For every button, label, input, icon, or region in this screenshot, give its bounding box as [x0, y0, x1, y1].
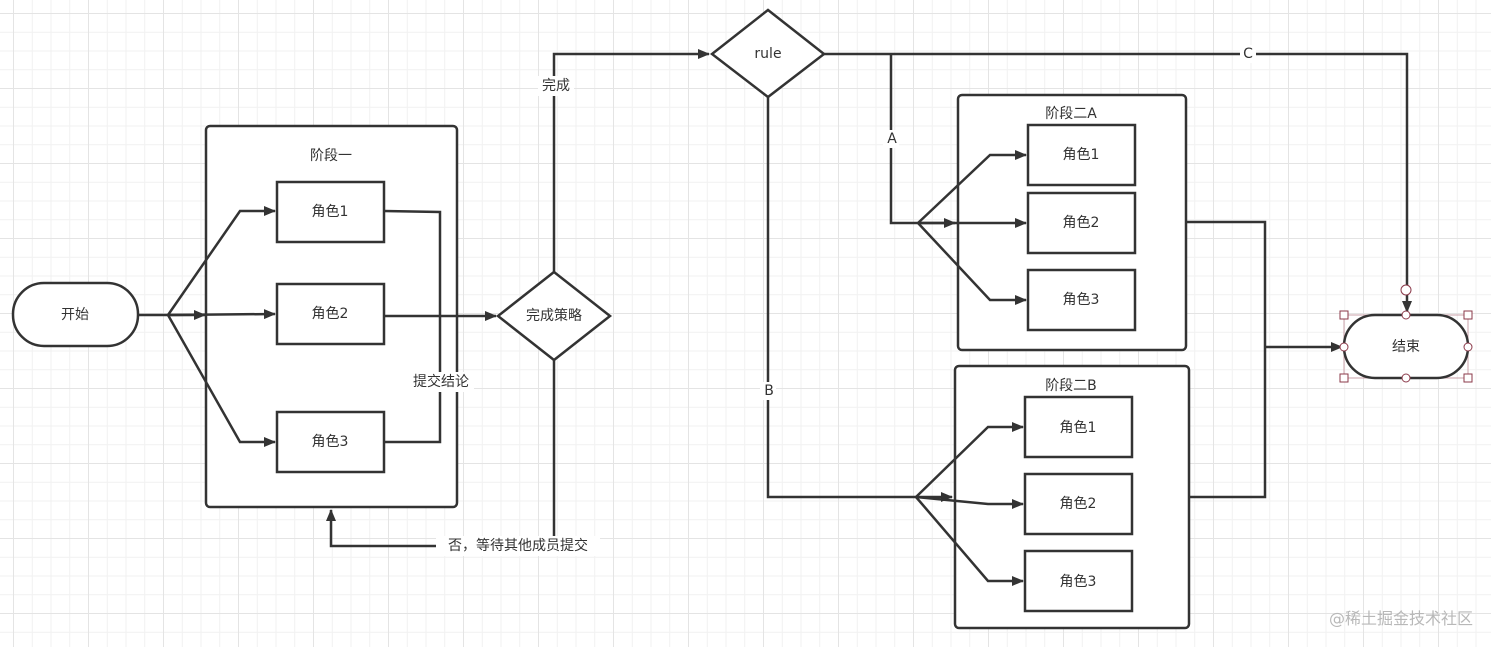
stage2a-role2-box[interactable]: [1026, 191, 1137, 255]
edge-start-role2[interactable]: [167, 309, 276, 320]
a-label-bg: [883, 130, 899, 148]
connection-point-right[interactable]: [1463, 342, 1473, 352]
edge-label-wait: 否，等待其他成员提交: [448, 537, 588, 554]
stage2b-title: 阶段二B: [1045, 378, 1097, 394]
stage2a-role3-label: 角色3: [1063, 291, 1100, 308]
end-label: 结束: [1392, 339, 1420, 355]
edge-start-role1[interactable]: [166, 206, 276, 316]
resize-handle-tl[interactable]: [1339, 310, 1349, 320]
start-label: 开始: [61, 307, 89, 323]
stage1-role2-box[interactable]: [275, 282, 386, 346]
stage2a-role1-label: 角色1: [1063, 146, 1100, 163]
edge-stage2-merge[interactable]: [1186, 220, 1267, 499]
stage2a-role1-box[interactable]: [1026, 123, 1137, 187]
edge-branch-c[interactable]: [824, 52, 1412, 313]
edge-2b-role2[interactable]: [915, 495, 1024, 509]
edge-label-submit: 提交结论: [413, 373, 469, 390]
connection-point-bottom[interactable]: [1401, 373, 1411, 383]
done-label-bg: [538, 76, 574, 96]
edge-label-b: B: [764, 383, 774, 399]
stage1-role3-label: 角色3: [312, 433, 349, 450]
resize-handle-bl[interactable]: [1339, 373, 1349, 383]
connection-point-top[interactable]: [1401, 310, 1411, 320]
stage1-role2-label: 角色2: [312, 305, 349, 322]
decision-strategy-label: 完成策略: [526, 307, 582, 324]
stage2a-role3-box[interactable]: [1026, 268, 1137, 332]
edge-2b-role3[interactable]: [915, 496, 1024, 586]
edge-endpoint-handle[interactable]: [1400, 284, 1412, 296]
stage2b-role2-label: 角色2: [1060, 495, 1097, 512]
c-label-bg: [1240, 45, 1256, 63]
watermark: @稀土掘金技术社区: [1328, 609, 1473, 628]
stage2b-role3-label: 角色3: [1060, 573, 1097, 590]
edge-2a-role1[interactable]: [917, 150, 1027, 224]
stage1-title: 阶段一: [310, 148, 352, 164]
edge-label-a: A: [887, 131, 897, 147]
edge-2b-role1[interactable]: [915, 422, 1024, 498]
edge-label-c: C: [1243, 46, 1253, 62]
edge-branch-a[interactable]: [889, 54, 918, 225]
b-label-bg: [760, 382, 776, 400]
stage2b-role2-box[interactable]: [1023, 472, 1134, 536]
stage2b-role1-label: 角色1: [1060, 419, 1097, 436]
stage1-role1-box[interactable]: [275, 180, 386, 244]
stage2a-title: 阶段二A: [1045, 106, 1097, 122]
stage1-role3-box[interactable]: [275, 410, 386, 474]
stage1-role1-label: 角色1: [312, 203, 349, 220]
stage2a-role2-label: 角色2: [1063, 214, 1100, 231]
edge-branch-b[interactable]: [766, 97, 916, 499]
edge-2a-role3[interactable]: [917, 222, 1027, 305]
edge-roles-merge[interactable]: [383, 209, 442, 444]
stage2b-role3-box[interactable]: [1023, 549, 1134, 613]
stage2b-role1-box[interactable]: [1023, 395, 1134, 459]
connection-point-left[interactable]: [1339, 342, 1349, 352]
resize-handle-br[interactable]: [1463, 373, 1473, 383]
wait-label-bg: [436, 536, 600, 556]
edge-done-to-rule[interactable]: [552, 49, 710, 272]
submit-label-bg: [408, 372, 474, 392]
resize-handle-tr[interactable]: [1463, 310, 1473, 320]
edge-label-done: 完成: [542, 78, 570, 94]
edge-start-role3[interactable]: [166, 314, 276, 447]
decision-rule-label: rule: [754, 46, 781, 62]
